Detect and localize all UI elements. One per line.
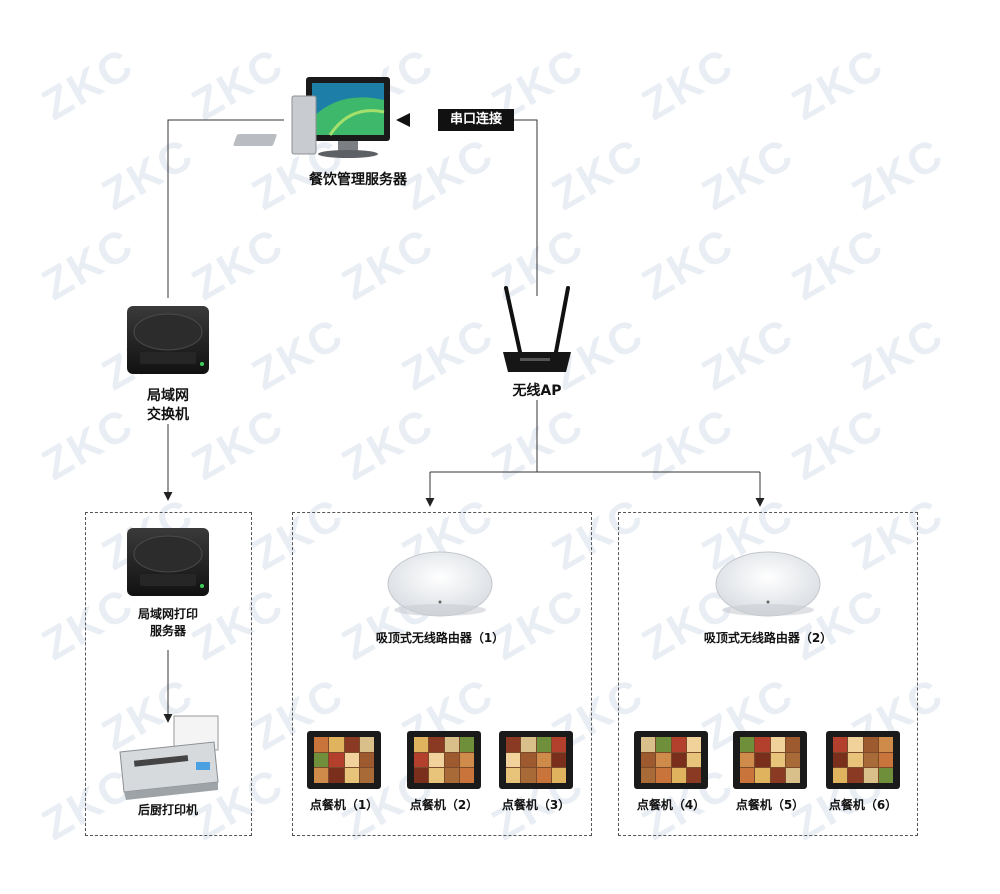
pos-tablet-2 — [407, 731, 481, 789]
print-server-label-line1: 局域网打印 — [137, 607, 198, 621]
ceiling-router-1-icon — [387, 551, 493, 617]
printer-icon — [119, 715, 219, 800]
terminal-label-1: 点餐机（1） — [309, 798, 379, 812]
serial-arrowhead — [396, 113, 410, 127]
router1-group — [292, 512, 592, 836]
switch-label-line1: 局域网 — [147, 388, 189, 404]
terminal-label-5: 点餐机（5） — [735, 798, 805, 812]
terminal-label-4: 点餐机（4） — [636, 798, 706, 812]
pos-tablet-5 — [733, 731, 807, 789]
pos-tablet-4 — [634, 731, 708, 789]
terminal-label-3: 点餐机（3） — [501, 798, 571, 812]
server-switch-line — [167, 119, 284, 298]
print-server-icon — [127, 528, 209, 596]
terminal-label-6: 点餐机（6） — [828, 798, 898, 812]
connection-lines — [163, 119, 765, 723]
ceiling-router-2-icon — [715, 551, 821, 617]
printer-label: 后厨打印机 — [137, 803, 198, 817]
serial-connection-label: 串口连接 — [438, 109, 514, 131]
switch-label-line2: 交换机 — [147, 407, 189, 423]
pos-tablet-1 — [307, 731, 381, 789]
pos-tablet-6 — [826, 731, 900, 789]
terminal-label-2: 点餐机（2） — [409, 798, 479, 812]
server-monitor-icon — [233, 77, 390, 158]
router1-label: 吸顶式无线路由器（1） — [375, 631, 505, 645]
wireless-ap-icon — [503, 286, 571, 372]
server-label: 餐饮管理服务器 — [309, 172, 407, 188]
lan-switch-icon — [127, 306, 209, 374]
router2-group — [618, 512, 918, 836]
print-server-label-line2: 服务器 — [149, 624, 186, 638]
ap-server-line — [514, 119, 538, 296]
kitchen-print-group — [85, 512, 252, 836]
router2-label: 吸顶式无线路由器（2） — [703, 631, 833, 645]
ap-label: 无线AP — [512, 383, 562, 399]
pos-tablet-3 — [499, 731, 573, 789]
